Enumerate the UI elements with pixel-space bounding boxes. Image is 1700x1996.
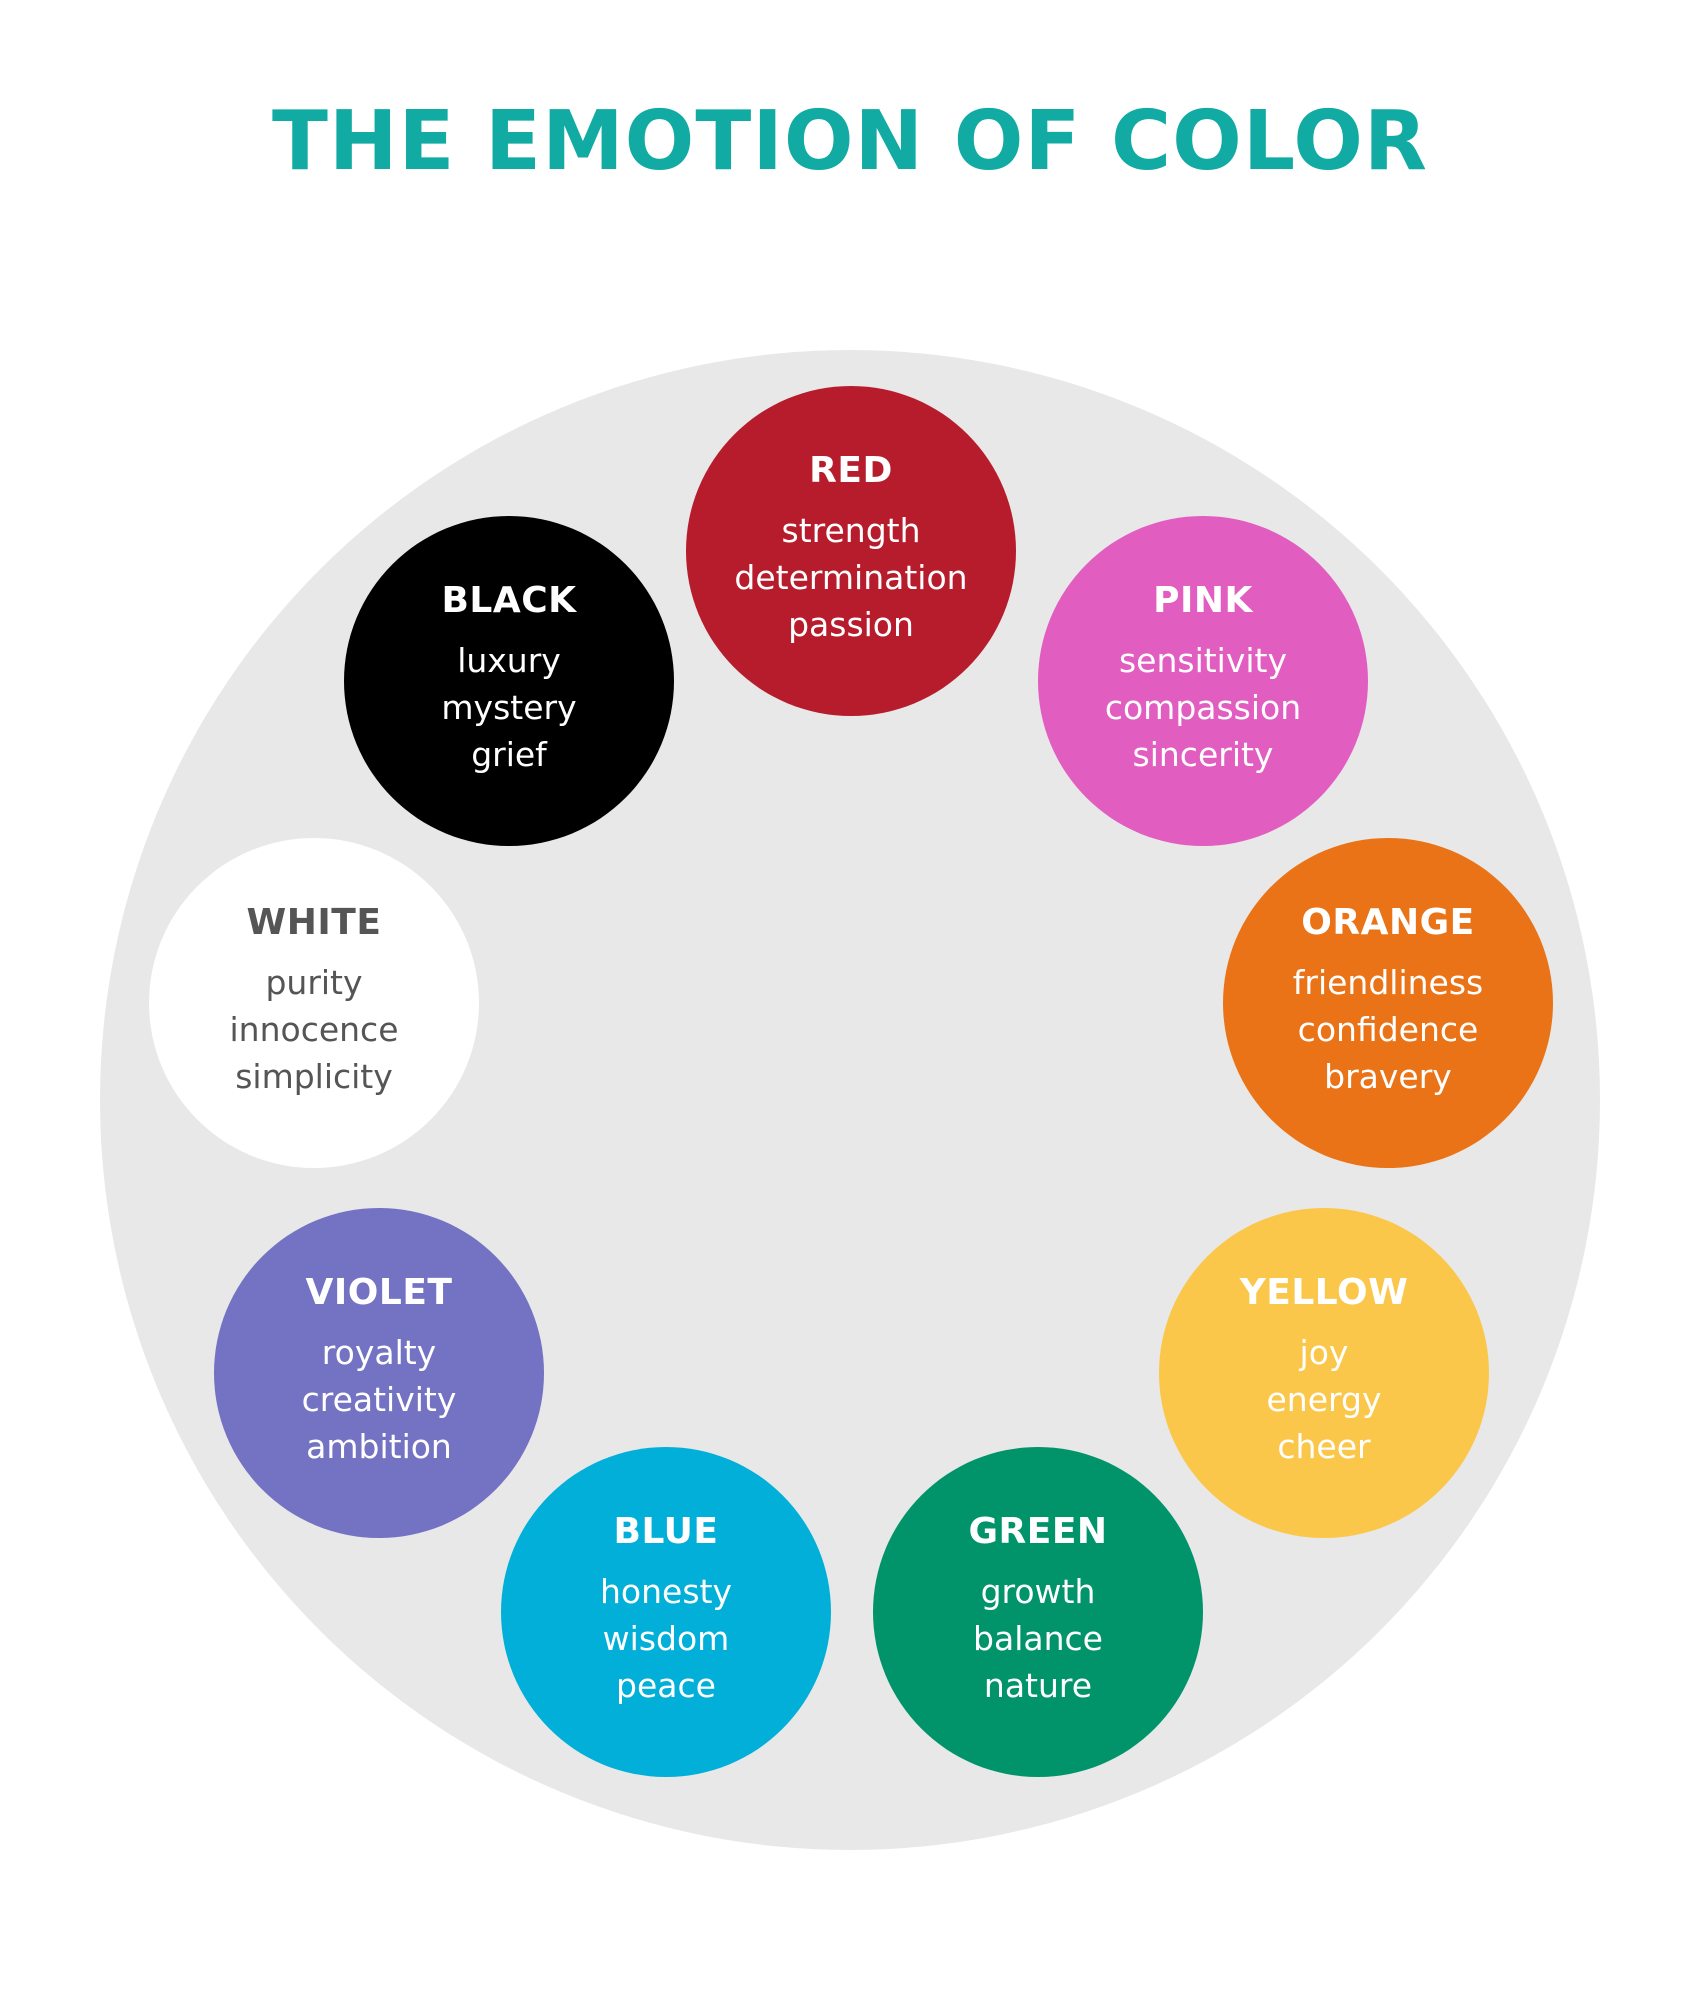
swatch-word: passion (788, 604, 914, 644)
swatch-name: BLACK (441, 579, 577, 621)
swatch-word: grief (471, 734, 547, 774)
swatch-white: WHITE purity innocence simplicity (149, 838, 479, 1168)
swatch-word: joy (1299, 1332, 1349, 1372)
swatch-word: cheer (1277, 1426, 1371, 1466)
swatch-blue: BLUE honesty wisdom peace (501, 1447, 831, 1777)
swatch-word: innocence (229, 1009, 399, 1049)
swatch-orange: ORANGE friendliness confidence bravery (1223, 838, 1553, 1168)
swatch-name: WHITE (246, 901, 382, 943)
swatch-word: sensitivity (1118, 640, 1288, 680)
swatch-word: growth (980, 1571, 1096, 1611)
swatch-green: GREEN growth balance nature (873, 1447, 1203, 1777)
swatch-word: honesty (600, 1571, 732, 1611)
swatch-word: balance (973, 1618, 1103, 1658)
swatch-name: RED (809, 449, 893, 491)
swatch-name: ORANGE (1301, 901, 1475, 943)
swatch-word: energy (1266, 1379, 1382, 1419)
swatch-red: RED strength determination passion (686, 386, 1016, 716)
page-title: THE EMOTION OF COLOR (271, 94, 1429, 189)
swatch-word: peace (616, 1665, 716, 1705)
swatch-word: compassion (1104, 687, 1302, 727)
swatch-word: creativity (301, 1379, 457, 1419)
swatch-word: nature (983, 1665, 1093, 1705)
swatch-name: PINK (1153, 579, 1253, 621)
swatch-name: BLUE (613, 1510, 719, 1552)
swatch-word: friendliness (1292, 962, 1484, 1002)
swatch-word: royalty (321, 1332, 437, 1372)
swatch-word: wisdom (602, 1618, 730, 1658)
swatch-word: purity (265, 962, 363, 1002)
swatch-word: strength (781, 510, 921, 550)
swatch-word: simplicity (235, 1056, 393, 1096)
swatch-word: ambition (306, 1426, 452, 1466)
swatch-yellow: YELLOW joy energy cheer (1159, 1208, 1489, 1538)
swatch-word: determination (734, 557, 968, 597)
swatch-black: BLACK luxury mystery grief (344, 516, 674, 846)
swatch-word: mystery (441, 687, 577, 727)
swatch-violet: VIOLET royalty creativity ambition (214, 1208, 544, 1538)
swatch-name: YELLOW (1239, 1271, 1409, 1313)
swatch-word: luxury (457, 640, 561, 680)
swatch-word: bravery (1324, 1056, 1452, 1096)
swatch-name: GREEN (968, 1510, 1108, 1552)
swatch-pink: PINK sensitivity compassion sincerity (1038, 516, 1368, 846)
swatch-name: VIOLET (305, 1271, 453, 1313)
swatch-word: confidence (1297, 1009, 1479, 1049)
swatch-word: sincerity (1132, 734, 1274, 774)
